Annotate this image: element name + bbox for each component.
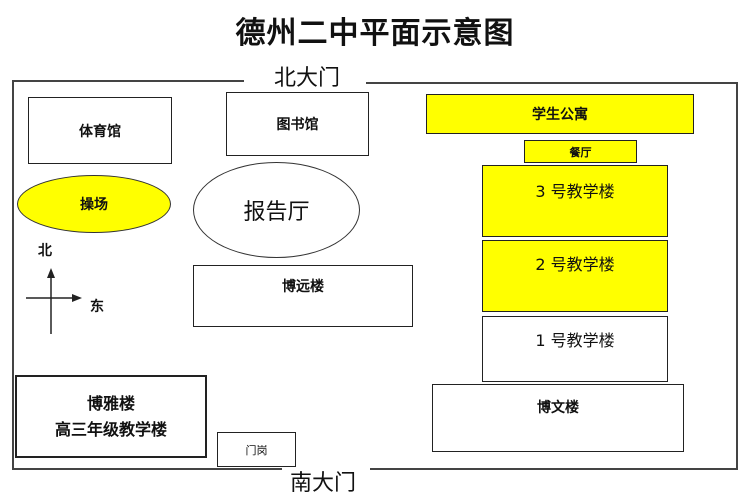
boundary-top-right bbox=[366, 82, 738, 84]
boundary-top-left bbox=[12, 80, 244, 82]
bowen-building: 博文楼 bbox=[432, 384, 684, 452]
boyuan-building: 博远楼 bbox=[193, 265, 413, 327]
playground-label: 操场 bbox=[80, 197, 108, 213]
library-building: 图书馆 bbox=[226, 92, 369, 156]
library-label: 图书馆 bbox=[276, 117, 319, 133]
boundary-bottom-right bbox=[370, 468, 738, 470]
compass-east-label: 东 bbox=[90, 299, 104, 315]
canteen-label: 餐厅 bbox=[569, 145, 592, 159]
boya-sub-label: 高三年级教学楼 bbox=[54, 419, 167, 439]
gym-building: 体育馆 bbox=[28, 97, 172, 164]
boya-building: 博雅楼 高三年级教学楼 bbox=[15, 375, 207, 458]
teaching-building-1-label: 1 号教学楼 bbox=[535, 331, 615, 350]
compass-arrows-icon bbox=[26, 268, 82, 334]
boyuan-label: 博远楼 bbox=[282, 279, 324, 295]
canteen-building: 餐厅 bbox=[524, 140, 637, 163]
south-gate-label: 南大门 bbox=[284, 465, 363, 497]
teaching-building-3: 3 号教学楼 bbox=[482, 165, 668, 237]
compass-north-label: 北 bbox=[38, 243, 52, 259]
boya-name-label: 博雅楼 bbox=[86, 393, 135, 413]
dormitory-building: 学生公寓 bbox=[426, 94, 694, 134]
guardhouse: 门岗 bbox=[217, 432, 296, 467]
guardhouse-label: 门岗 bbox=[245, 443, 268, 457]
boundary-left bbox=[12, 80, 14, 470]
playground-area: 操场 bbox=[17, 175, 171, 233]
teaching-building-1: 1 号教学楼 bbox=[482, 316, 668, 382]
auditorium-building: 报告厅 bbox=[193, 162, 360, 258]
boundary-right bbox=[736, 82, 738, 470]
teaching-building-3-label: 3 号教学楼 bbox=[535, 182, 615, 201]
dormitory-label: 学生公寓 bbox=[532, 107, 588, 123]
north-gate-label: 北大门 bbox=[268, 60, 347, 92]
page-title: 德州二中平面示意图 bbox=[235, 16, 515, 51]
teaching-building-2-label: 2 号教学楼 bbox=[535, 255, 615, 274]
auditorium-label: 报告厅 bbox=[243, 200, 310, 225]
gym-label: 体育馆 bbox=[79, 123, 121, 140]
bowen-label: 博文楼 bbox=[537, 400, 579, 416]
teaching-building-2: 2 号教学楼 bbox=[482, 240, 668, 312]
boundary-bottom-left bbox=[12, 468, 282, 470]
